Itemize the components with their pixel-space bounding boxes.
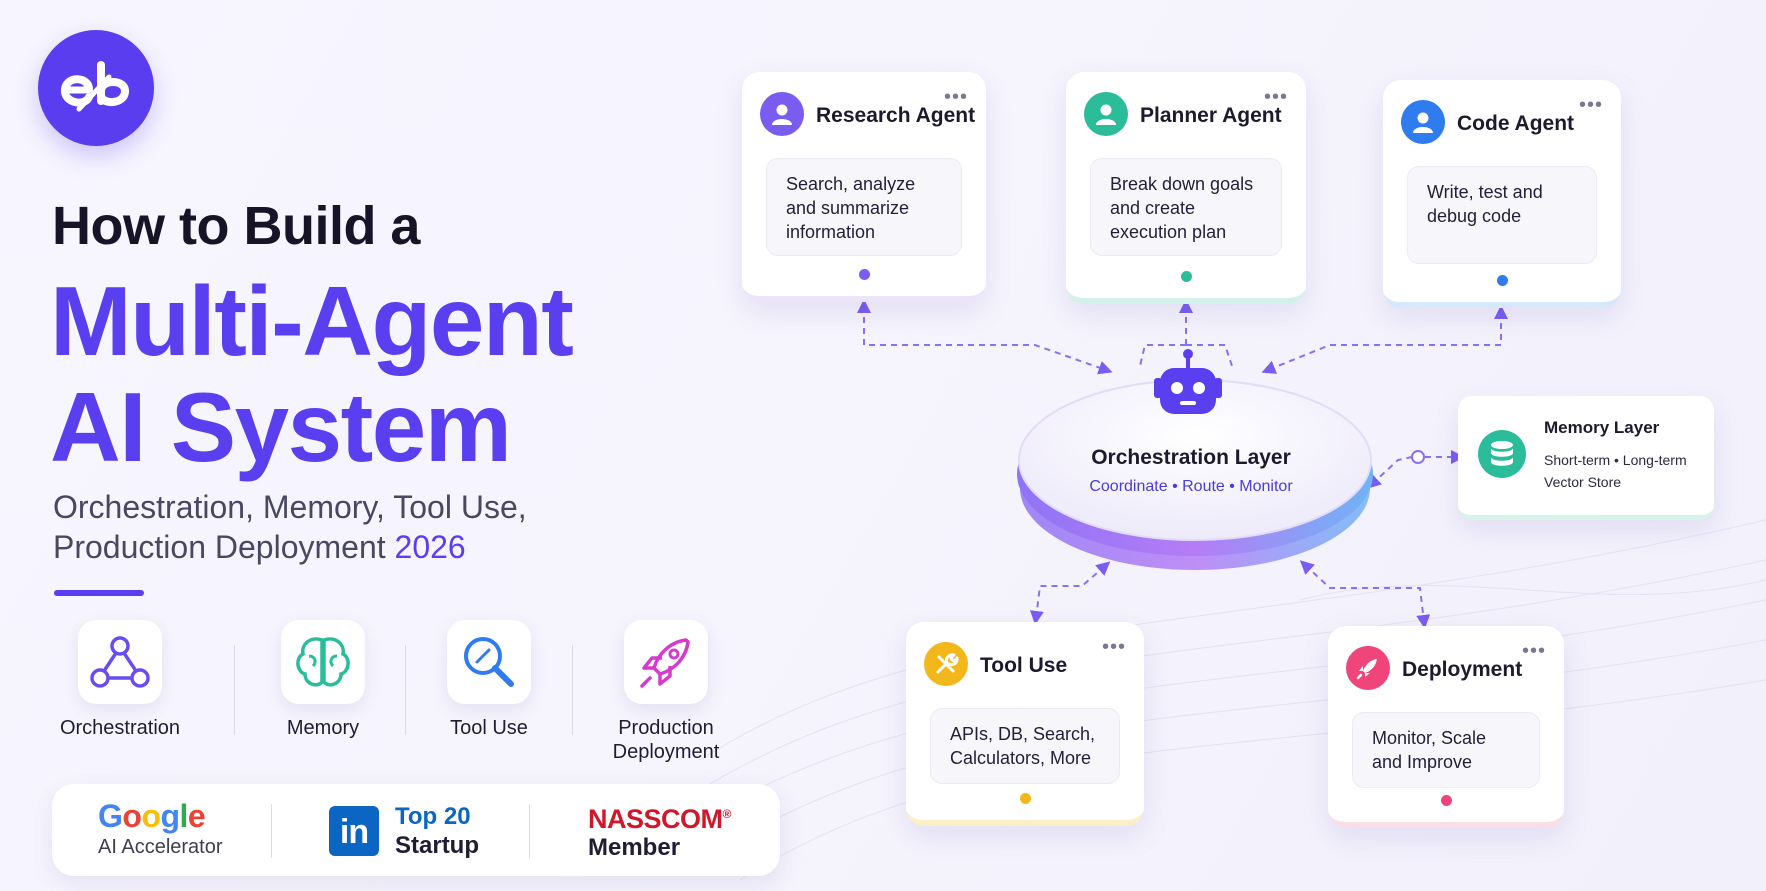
user-icon [1084, 92, 1128, 136]
nasscom-badge-bottom: Member [588, 834, 681, 861]
agent-title: Code Agent [1457, 112, 1575, 135]
subtitle-line-1: Orchestration, Memory, Tool Use, [53, 489, 527, 525]
feature-memory: Memory [243, 620, 403, 740]
research-agent-card: Research Agent ••• Search, analyze and s… [742, 72, 986, 302]
nasscom-logo: NASSCOM® [588, 804, 731, 835]
status-dot [859, 269, 870, 280]
more-menu-icon[interactable]: ••• [1578, 94, 1603, 116]
brand-logo [38, 30, 154, 146]
google-badge-label: AI Accelerator [98, 836, 223, 858]
badge-divider [271, 804, 272, 858]
database-icon [1478, 430, 1526, 478]
feature-label-line-2: Deployment [612, 741, 720, 763]
feature-tool-use: Tool Use [409, 620, 569, 740]
status-dot [1497, 275, 1508, 286]
status-dot [1020, 793, 1031, 804]
more-menu-icon[interactable]: ••• [1521, 640, 1546, 662]
connector-research [857, 299, 1113, 375]
memory-layer-card: Memory Layer Short-term • Long-term Vect… [1458, 396, 1714, 520]
network-icon [78, 620, 162, 704]
more-menu-icon[interactable]: ••• [943, 86, 968, 108]
memory-line-2: Vector Store [1544, 474, 1622, 490]
agent-title: Research Agent [816, 104, 976, 127]
user-icon [1401, 100, 1445, 144]
wrench-icon [924, 642, 968, 686]
google-logo: Google [98, 798, 206, 834]
magnifier-tool-icon [447, 620, 531, 704]
feature-label: Tool Use [450, 717, 528, 739]
rocket-icon [1346, 646, 1390, 690]
deployment-card: Deployment ••• Monitor, Scale and Improv… [1328, 626, 1564, 828]
memory-title: Memory Layer [1544, 418, 1660, 437]
connector-deploy [1299, 560, 1431, 629]
memory-line-1: Short-term • Long-term [1544, 452, 1687, 468]
agent-description: Search, analyze and summarize informatio… [766, 158, 962, 256]
brain-icon [281, 620, 365, 704]
agent-description: APIs, DB, Search, Calculators, More [930, 708, 1120, 784]
title-underline [54, 590, 144, 596]
agent-description: Break down goals and create execution pl… [1090, 158, 1282, 256]
feature-divider [572, 645, 573, 735]
subtitle: Orchestration, Memory, Tool Use, Product… [53, 487, 613, 567]
feature-orchestration: Orchestration [40, 620, 200, 740]
agent-title: Planner Agent [1140, 104, 1282, 127]
code-agent-card: Code Agent ••• Write, test and debug cod… [1383, 80, 1621, 308]
linkedin-icon: in [329, 806, 379, 856]
user-icon [760, 92, 804, 136]
agent-description: Monitor, Scale and Improve [1352, 712, 1540, 788]
title-line-1: How to Build a [52, 196, 420, 256]
feature-production-deployment: Production Deployment [586, 620, 746, 764]
feature-divider [405, 645, 406, 735]
feature-label: Memory [286, 717, 360, 739]
feature-label: Production Deployment [586, 716, 746, 764]
feature-label-line-1: Production [618, 717, 714, 739]
orchestration-subtitle: Coordinate • Route • Monitor [1089, 478, 1293, 495]
feature-divider [234, 645, 235, 735]
planner-agent-card: Planner Agent ••• Break down goals and c… [1066, 72, 1306, 304]
subtitle-year: 2026 [394, 529, 466, 565]
connector-memory [1372, 457, 1458, 484]
title-line-3: AI System [50, 372, 512, 482]
feature-label: Orchestration [59, 717, 181, 739]
agent-title: Tool Use [980, 654, 1068, 677]
orchestration-title: Orchestration Layer [1091, 446, 1291, 469]
linkedin-badge-bottom: Startup [395, 832, 479, 859]
agent-description: Write, test and debug code [1407, 166, 1597, 264]
connector-planner [1139, 306, 1233, 367]
rocket-icon [624, 620, 708, 704]
connector-code [1261, 305, 1508, 374]
more-menu-icon[interactable]: ••• [1263, 86, 1288, 108]
connector-tool [1029, 561, 1111, 625]
memory-junction-node [1411, 450, 1425, 464]
subtitle-line-2: Production Deployment [53, 529, 386, 565]
registered-mark: ® [722, 807, 732, 821]
brand-logo-icon [61, 61, 130, 112]
credentials-bar: Google AI Accelerator in Top 20 Startup … [52, 784, 780, 876]
more-menu-icon[interactable]: ••• [1101, 636, 1126, 658]
linkedin-badge-top: Top 20 [395, 803, 471, 830]
nasscom-word: NASSCOM [588, 804, 723, 834]
badge-divider [529, 804, 530, 858]
agent-title: Deployment [1402, 658, 1523, 681]
status-dot [1181, 271, 1192, 282]
robot-icon [1154, 349, 1222, 414]
title-line-2: Multi-Agent [50, 266, 574, 376]
tool-use-card: Tool Use ••• APIs, DB, Search, Calculato… [906, 622, 1144, 826]
status-dot [1441, 795, 1452, 806]
